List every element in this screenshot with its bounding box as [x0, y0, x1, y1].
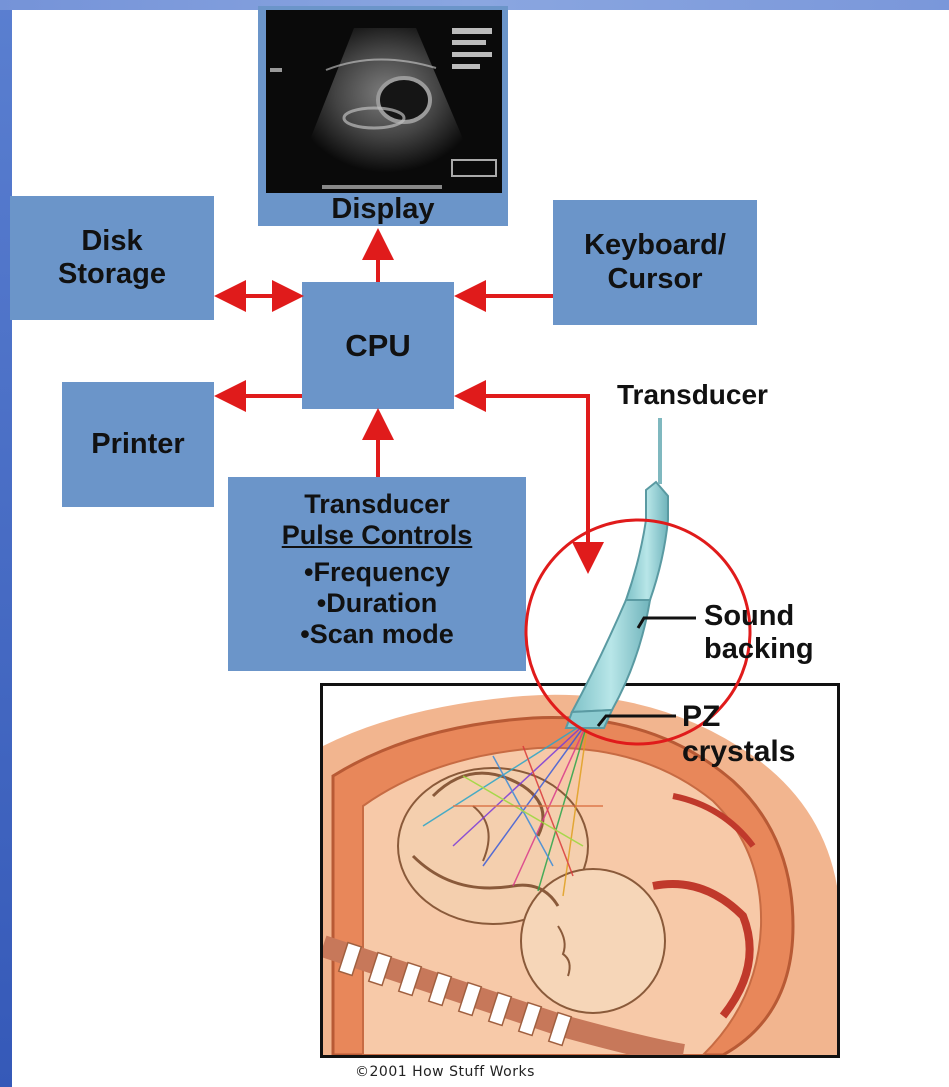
sound-backing-label: Sound backing	[704, 600, 814, 667]
copyright-notice: ©2001 How Stuff Works	[355, 1064, 535, 1080]
sound-label-line1: Sound	[704, 600, 814, 633]
sound-label-line2: backing	[704, 633, 814, 666]
arrow-transducer-to-cpu	[462, 396, 588, 450]
pz-label-line2: crystals	[682, 735, 795, 770]
sound-backing-leader	[638, 618, 696, 628]
pz-crystals-leader	[598, 716, 676, 726]
pz-crystals-label: PZ crystals	[682, 700, 795, 769]
pz-label-line1: PZ	[682, 700, 795, 735]
transducer-label: Transducer	[617, 379, 768, 411]
transducer-probe	[566, 482, 668, 728]
